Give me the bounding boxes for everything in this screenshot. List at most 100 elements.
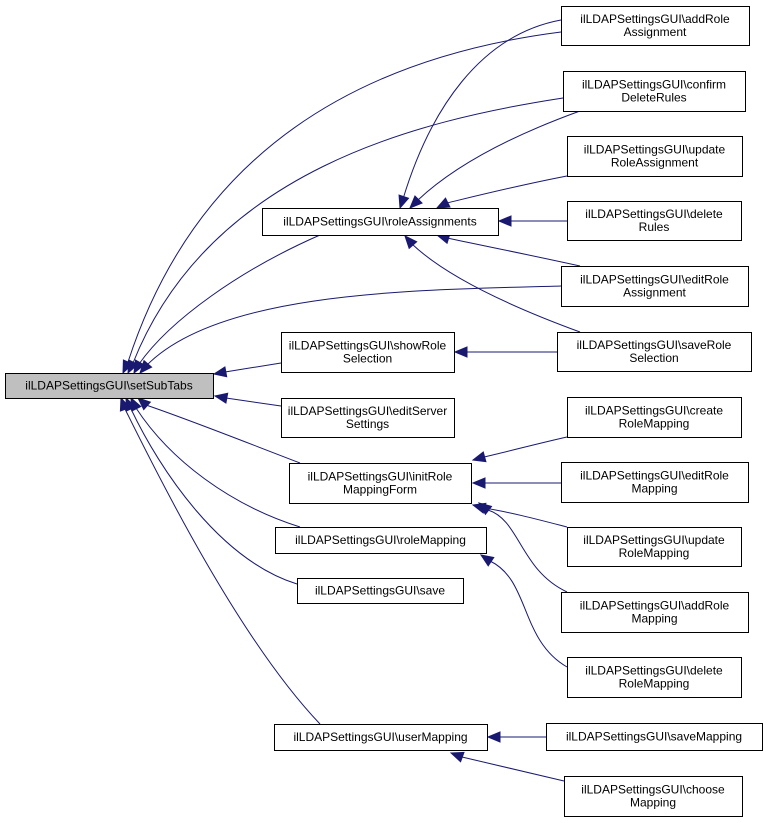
edge-editRoleAssignment-to-setSubTabs	[139, 285, 562, 374]
edge-deleteRoleMapping-to-roleMapping	[479, 554, 568, 668]
edge-addRoleAssignment-to-roleAssignments	[398, 19, 562, 210]
node-box[interactable]	[275, 527, 487, 554]
arrowhead-icon	[212, 366, 228, 378]
node-box[interactable]	[567, 527, 742, 567]
arrowhead-icon	[213, 392, 229, 404]
edge-line	[224, 362, 282, 373]
edge-saveRoleSelection-to-roleAssignments	[404, 235, 581, 333]
node-label: Assignment	[623, 286, 686, 300]
node-save[interactable]: ilLDAPSettingsGUI\save	[297, 578, 464, 604]
edge-roleMapping-to-setSubTabs	[130, 396, 301, 528]
node-label: ilLDAPSettingsGUI\saveMapping	[566, 730, 742, 744]
node-box[interactable]	[564, 776, 743, 817]
arrowhead-icon	[449, 751, 465, 763]
node-label: ilLDAPSettingsGUI\addRole	[580, 12, 730, 26]
edge-showRoleSelection-to-setSubTabs	[212, 362, 282, 378]
arrowhead-icon	[119, 396, 131, 412]
node-label: Mapping	[631, 612, 677, 626]
node-box[interactable]	[567, 201, 742, 241]
edge-deleteRules-to-roleAssignments	[497, 215, 567, 227]
node-box[interactable]	[561, 266, 749, 307]
arrowhead-icon	[471, 451, 487, 463]
node-label: ilLDAPSettingsGUI\editServer	[288, 404, 447, 418]
node-userMapping[interactable]: ilLDAPSettingsGUI\userMapping	[274, 724, 488, 751]
node-box[interactable]	[281, 332, 455, 373]
edge-line	[402, 19, 562, 200]
edge-chooseMapping-to-userMapping	[449, 751, 565, 782]
arrowhead-icon	[486, 731, 501, 743]
arrowhead-icon	[471, 477, 486, 489]
edge-editRoleMapping-to-initRoleMappingForm	[471, 477, 561, 489]
edge-updateRoleAssignment-to-roleAssignments	[435, 175, 568, 209]
edge-initRoleMappingForm-to-setSubTabs	[137, 397, 301, 464]
node-box[interactable]	[557, 332, 752, 372]
node-box[interactable]	[281, 398, 455, 438]
node-roleAssignments[interactable]: ilLDAPSettingsGUI\roleAssignments	[262, 208, 499, 236]
node-box[interactable]	[5, 373, 214, 399]
node-label: ilLDAPSettingsGUI\initRole	[308, 470, 453, 484]
edge-editServerSettings-to-setSubTabs	[213, 392, 282, 407]
node-label: Rules	[639, 220, 670, 234]
node-box[interactable]	[297, 578, 464, 604]
node-box[interactable]	[567, 136, 743, 177]
node-box[interactable]	[546, 723, 763, 751]
node-label: ilLDAPSettingsGUI\create	[585, 404, 723, 418]
arrowhead-icon	[479, 554, 495, 567]
node-label: ilLDAPSettingsGUI\saveRole	[577, 338, 732, 352]
edge-line	[483, 436, 568, 458]
edge-userMapping-to-setSubTabs	[119, 396, 321, 725]
node-label: ilLDAPSettingsGUI\choose	[581, 783, 725, 797]
arrowhead-icon	[137, 397, 152, 411]
arrowhead-icon	[477, 502, 493, 516]
edge-line	[417, 110, 581, 201]
edge-editRoleAssignment-to-roleAssignments	[435, 233, 581, 267]
node-label: ilLDAPSettingsGUI\editRole	[580, 273, 729, 287]
node-label: ilLDAPSettingsGUI\showRole	[289, 339, 447, 353]
arrowhead-icon	[404, 235, 418, 250]
node-saveMapping[interactable]: ilLDAPSettingsGUI\saveMapping	[546, 723, 763, 751]
node-box[interactable]	[567, 657, 742, 698]
node-box[interactable]	[561, 592, 749, 633]
node-box[interactable]	[563, 71, 746, 112]
node-box[interactable]	[561, 462, 749, 503]
arrowhead-icon	[133, 359, 146, 375]
edge-line	[461, 756, 565, 782]
node-box[interactable]	[567, 397, 742, 438]
node-label: Mapping	[630, 796, 676, 810]
node-box[interactable]	[262, 208, 499, 236]
edge-line	[446, 237, 581, 267]
node-box[interactable]	[274, 724, 488, 751]
node-roleMapping[interactable]: ilLDAPSettingsGUI\roleMapping	[275, 527, 487, 554]
edge-line	[127, 31, 562, 363]
node-box[interactable]	[289, 463, 472, 504]
node-label: ilLDAPSettingsGUI\save	[315, 584, 445, 598]
node-label: ilLDAPSettingsGUI\confirm	[582, 78, 726, 92]
node-box[interactable]	[561, 6, 750, 46]
node-label: ilLDAPSettingsGUI\roleMapping	[295, 533, 466, 547]
node-label: ilLDAPSettingsGUI\delete	[585, 664, 723, 678]
node-setSubTabs[interactable]: ilLDAPSettingsGUI\setSubTabs	[5, 373, 214, 399]
node-label: ilLDAPSettingsGUI\setSubTabs	[25, 379, 192, 393]
edge-createRoleMapping-to-initRoleMappingForm	[471, 436, 568, 463]
node-label: Selection	[343, 352, 392, 366]
arrowhead-icon	[139, 359, 153, 374]
edge-line	[124, 408, 321, 725]
edge-addRoleMapping-to-initRoleMappingForm	[477, 502, 568, 593]
arrowhead-icon	[435, 197, 451, 209]
